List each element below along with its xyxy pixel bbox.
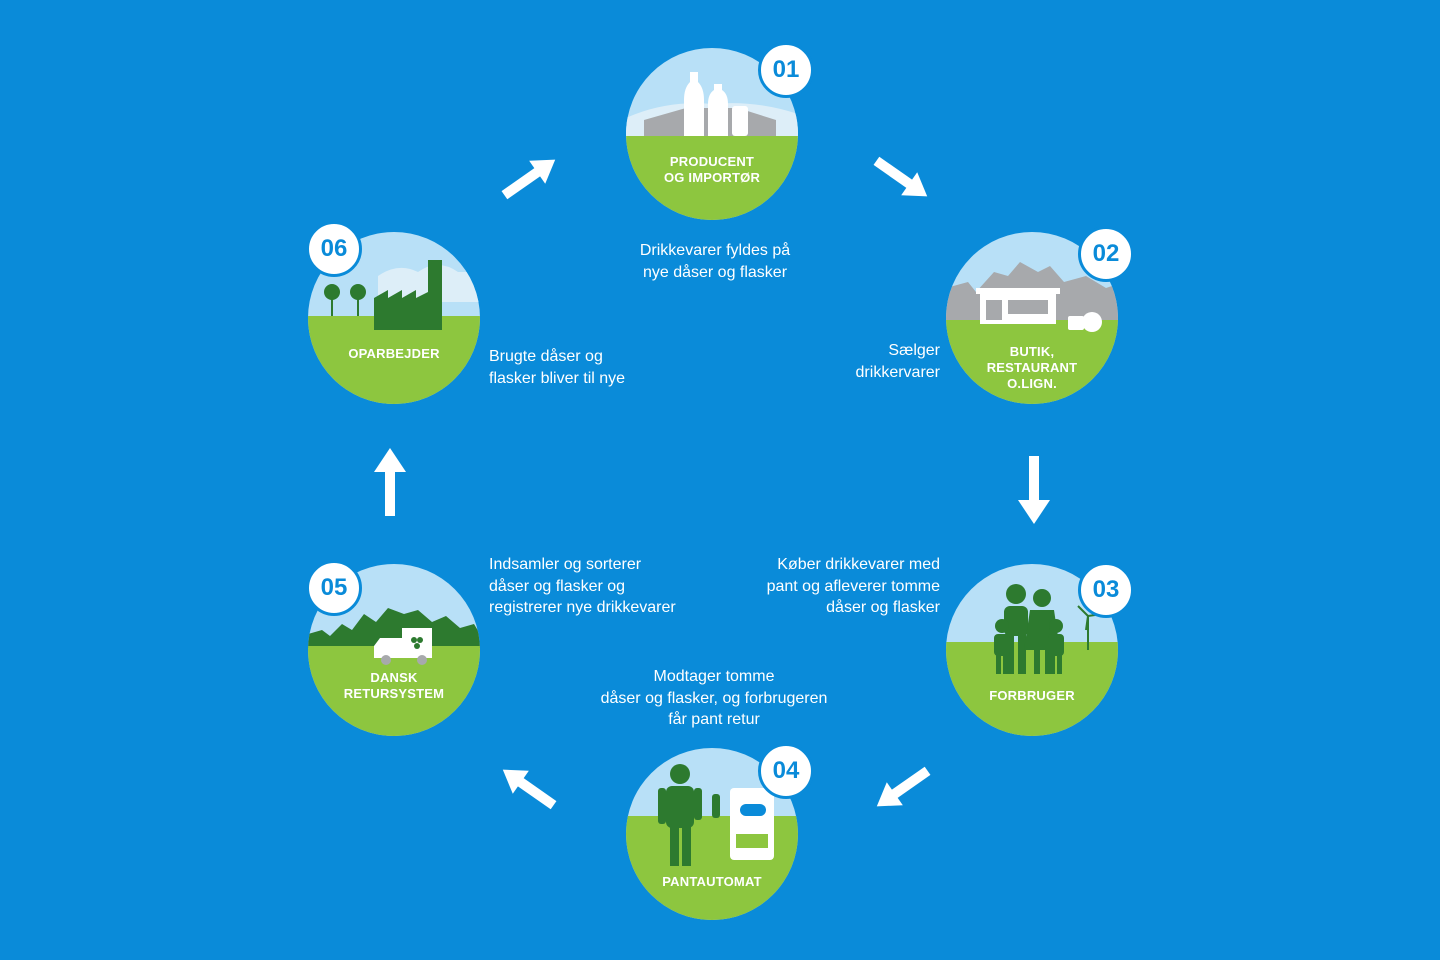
- arrow-icon: [502, 769, 557, 810]
- arrow-icon: [873, 156, 928, 197]
- step-label: PRODUCENT OG IMPORTØR: [636, 154, 788, 186]
- step-04-description: Modtager tomme dåser og flasker, og forb…: [600, 668, 828, 728]
- step-label-text: PANTAUTOMAT: [662, 874, 762, 889]
- arrow-icon: [501, 159, 556, 200]
- step-01-description: Drikkevarer fyldes på nye dåser og flask…: [639, 242, 791, 281]
- step-number-badge: 02: [1078, 226, 1134, 282]
- step-label-text: BUTIK, RESTAURANT O.LIGN.: [986, 344, 1078, 391]
- step-label-text: FORBRUGER: [989, 688, 1075, 703]
- step-05-description: Indsamler og sorterer dåser og flasker o…: [489, 556, 676, 616]
- step-label-text: OPARBEJDER: [348, 346, 440, 361]
- step-02-description: Sælger drikkervarer: [855, 342, 940, 381]
- step-06-processor: OPARBEJDER: [308, 232, 480, 404]
- step-label: DANSK RETURSYSTEM: [318, 670, 470, 702]
- step-label: PANTAUTOMAT: [636, 874, 788, 890]
- step-number-badge: 06: [306, 221, 362, 277]
- step-number-badge: 05: [306, 560, 362, 616]
- factory-icon: [308, 232, 480, 404]
- step-number-badge: 04: [758, 743, 814, 799]
- arrow-icon: [1018, 456, 1050, 524]
- step-number-badge: 03: [1078, 562, 1134, 618]
- step-03-description: Køber drikkevarer med pant og afleverer …: [766, 556, 940, 616]
- step-label: BUTIK, RESTAURANT O.LIGN.: [956, 344, 1108, 392]
- arrow-icon: [374, 448, 406, 516]
- step-number-badge: 01: [758, 42, 814, 98]
- step-label: OPARBEJDER: [318, 346, 470, 362]
- step-label: FORBRUGER: [956, 688, 1108, 704]
- step-06-description: Brugte dåser og flasker bliver til nye: [489, 348, 626, 387]
- step-label-text: PRODUCENT OG IMPORTØR: [663, 154, 761, 185]
- arrow-icon: [876, 766, 931, 807]
- step-label-text: DANSK RETURSYSTEM: [343, 670, 445, 701]
